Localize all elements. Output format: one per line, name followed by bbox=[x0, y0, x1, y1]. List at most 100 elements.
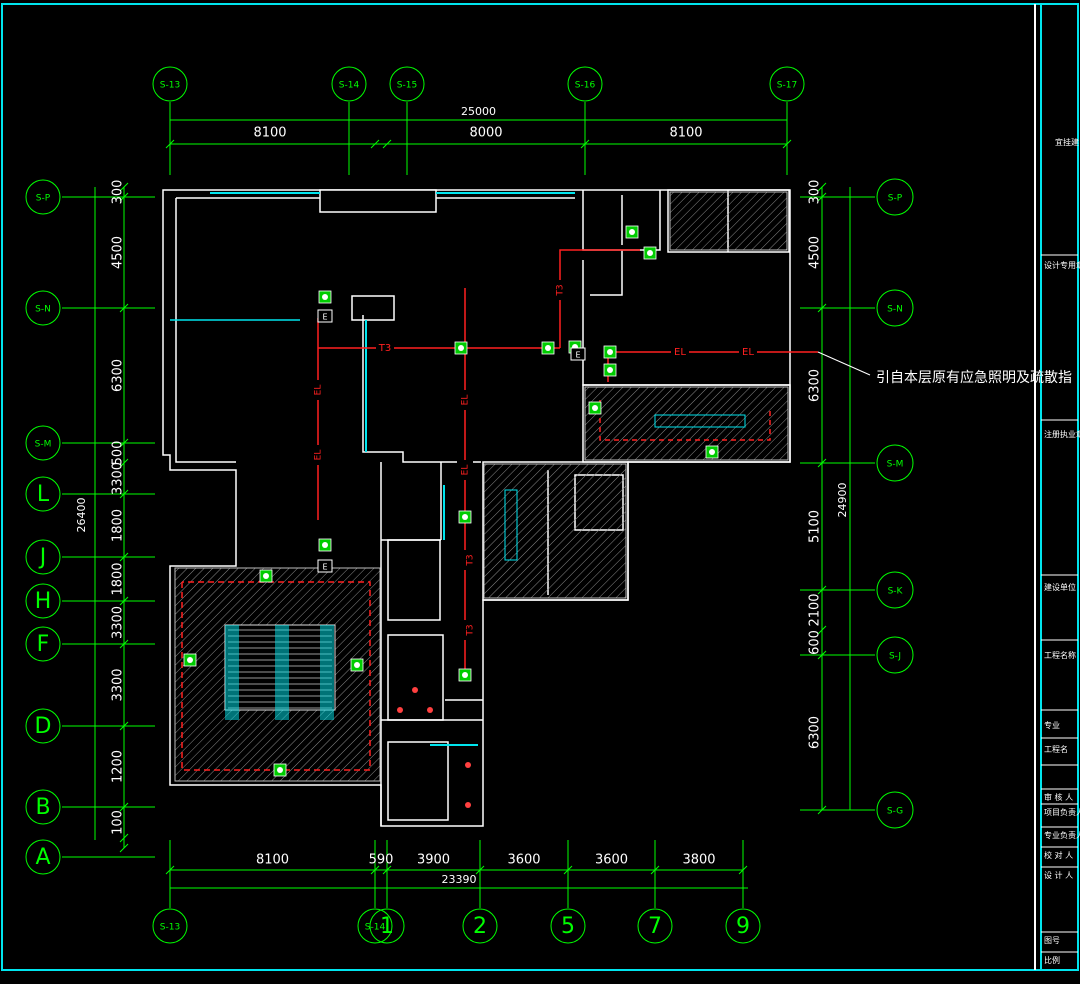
dimension-label: 6300 bbox=[808, 716, 823, 749]
dimension-label: 300 bbox=[808, 180, 823, 205]
grid-bubble-left bbox=[25, 290, 61, 326]
drawing-frame bbox=[1, 3, 1079, 971]
title-block-row: 工程名 bbox=[1044, 744, 1068, 754]
title-block-section: 注册执业章 bbox=[1044, 429, 1080, 439]
grid-bubble-left bbox=[25, 179, 61, 215]
grid-bubble-right bbox=[876, 289, 914, 327]
emergency-light-icon bbox=[458, 668, 472, 682]
emergency-light-icon bbox=[705, 445, 719, 459]
grid-label-left: D bbox=[35, 714, 52, 739]
dimension-label: 1800 bbox=[111, 562, 126, 595]
dimension-label: 8000 bbox=[469, 126, 502, 141]
grid-bubble-right bbox=[876, 571, 914, 609]
title-block-row: 项目负责人 bbox=[1044, 807, 1080, 817]
dimension-label: 100 bbox=[111, 810, 126, 835]
grid-bubble-bottom bbox=[152, 908, 188, 944]
grid-bubble-bottom bbox=[725, 908, 761, 944]
emergency-light-icon bbox=[273, 763, 287, 777]
dimension-label: 5100 bbox=[808, 510, 823, 543]
circuit-label: EL bbox=[461, 465, 471, 476]
grid-bubble-left bbox=[25, 626, 61, 662]
dimension-label: 1200 bbox=[111, 750, 126, 783]
dimension-label: 3300 bbox=[111, 606, 126, 639]
socket-icon bbox=[427, 707, 433, 713]
grid-label-left: A bbox=[35, 845, 50, 870]
dimension-label: 3900 bbox=[417, 853, 450, 868]
dimension-label: 8100 bbox=[669, 126, 702, 141]
title-block-row: 审 核 人 bbox=[1044, 792, 1073, 802]
grid-bubble-left bbox=[25, 839, 61, 875]
emergency-light-icon bbox=[318, 290, 332, 304]
grid-label-top: S-16 bbox=[575, 81, 596, 91]
circuit-label: EL bbox=[314, 450, 324, 461]
socket-icon bbox=[465, 762, 471, 768]
grid-label-right: S-G bbox=[887, 807, 903, 817]
grid-label-left: S-M bbox=[35, 440, 52, 450]
emergency-light-icon bbox=[643, 246, 657, 260]
grid-label-left: H bbox=[35, 589, 52, 614]
dimension-label: 3300 bbox=[111, 668, 126, 701]
grid-label-bottom: 2 bbox=[473, 914, 487, 939]
circuit-label: T3 bbox=[466, 624, 476, 636]
grid-label-right: S-J bbox=[889, 652, 901, 662]
grid-bubble-right bbox=[876, 636, 914, 674]
circuit-label: T3 bbox=[556, 284, 566, 296]
title-block-section: 工程名称 bbox=[1044, 650, 1076, 660]
grid-bubble-top bbox=[769, 66, 805, 102]
circuit-label: T3 bbox=[378, 343, 391, 354]
circuit-label: EL bbox=[461, 395, 471, 406]
grid-bubble-left bbox=[25, 583, 61, 619]
dimension-label: 500 bbox=[111, 441, 126, 466]
dimension-label: 3800 bbox=[682, 853, 715, 868]
socket-icon bbox=[397, 707, 403, 713]
emergency-light-icon bbox=[318, 538, 332, 552]
title-block-row: 专业 bbox=[1044, 720, 1060, 730]
dimension-label: 6300 bbox=[808, 369, 823, 402]
dimension-total: 25000 bbox=[461, 105, 496, 118]
grid-bubble-top bbox=[389, 66, 425, 102]
grid-bubble-bottom bbox=[357, 908, 393, 944]
title-block-row: 校 对 人 bbox=[1044, 850, 1073, 860]
grid-label-left: S-P bbox=[36, 194, 51, 204]
socket-icon bbox=[412, 687, 418, 693]
grid-label-top: S-13 bbox=[160, 81, 180, 91]
exit-sign-icon: E bbox=[575, 351, 580, 360]
grid-label-right: S-M bbox=[887, 460, 904, 470]
grid-bubble-top bbox=[567, 66, 603, 102]
grid-label-right: S-P bbox=[888, 194, 903, 204]
dimension-label: 3600 bbox=[507, 853, 540, 868]
emergency-light-icon bbox=[603, 363, 617, 377]
grid-label-bottom: 5 bbox=[561, 914, 575, 939]
exit-sign-icon: E bbox=[322, 313, 327, 322]
grid-bubble-right bbox=[876, 444, 914, 482]
dimension-label: 8100 bbox=[253, 126, 286, 141]
grid-label-left: B bbox=[35, 795, 50, 820]
emergency-light-icon bbox=[350, 658, 364, 672]
grid-bubble-top bbox=[152, 66, 188, 102]
grid-bubble-left bbox=[25, 425, 61, 461]
emergency-light-icon bbox=[625, 225, 639, 239]
dimension-label: 1800 bbox=[111, 509, 126, 542]
circuit-label: T3 bbox=[466, 554, 476, 566]
hatched-stairs bbox=[174, 191, 789, 782]
emergency-light-icon bbox=[454, 341, 468, 355]
grid-bubble-left bbox=[25, 539, 61, 575]
grid-bubble-right bbox=[876, 791, 914, 829]
grid-label-left: L bbox=[37, 482, 50, 507]
grid-label-bottom: S-14 bbox=[365, 923, 386, 933]
title-block-row: 专业负责人 bbox=[1044, 830, 1080, 840]
dimension-label: 4500 bbox=[111, 236, 126, 269]
title-block-section: 设计专用章 bbox=[1044, 260, 1080, 270]
dimension-label: 4500 bbox=[808, 236, 823, 269]
dimension-label: 3600 bbox=[595, 853, 628, 868]
title-company: 宜挂建 bbox=[1055, 137, 1079, 147]
title-block-section: 建设单位 bbox=[1044, 582, 1076, 592]
window-lines bbox=[210, 192, 575, 746]
grid-bubble-bottom bbox=[369, 908, 405, 944]
circuit-label: EL bbox=[314, 385, 324, 396]
dimension-label: 8100 bbox=[256, 853, 289, 868]
title-block-row: 设 计 人 bbox=[1044, 870, 1073, 880]
dimension-label: 2100 bbox=[808, 593, 823, 626]
grid-bubble-left bbox=[25, 789, 61, 825]
